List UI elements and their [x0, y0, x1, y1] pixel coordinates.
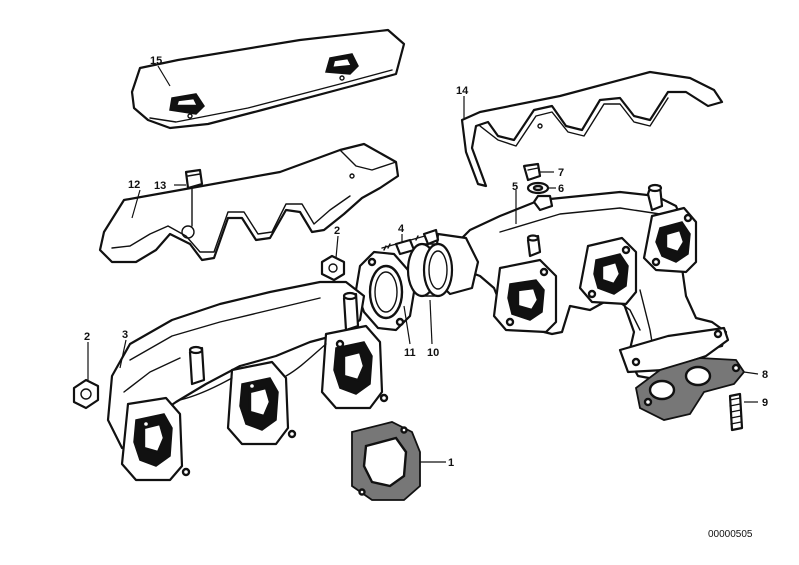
callout-4: 4 — [398, 223, 405, 235]
clamp-ring-11 — [354, 250, 416, 332]
callout-13: 13 — [154, 180, 166, 192]
heat-shield-14 — [460, 70, 724, 188]
callout-labels: 15 14 12 13 7 6 5 4 2 11 10 3 2 1 8 9 — [84, 55, 768, 469]
gasket-1 — [351, 421, 421, 501]
heat-shield-12 — [98, 142, 400, 264]
stud-9 — [728, 392, 744, 432]
exhaust-manifold-3 — [106, 280, 389, 482]
washer-6 — [526, 181, 550, 195]
callout-9: 9 — [762, 397, 768, 409]
callout-15: 15 — [150, 55, 162, 67]
callout-12: 12 — [128, 179, 140, 191]
screw-13 — [184, 168, 204, 227]
heat-shield-15 — [130, 28, 406, 130]
callout-3: 3 — [122, 329, 128, 341]
nut-2-upper — [320, 254, 346, 282]
document-number: 00000505 — [708, 529, 753, 540]
exhaust-manifold-5 — [432, 183, 730, 382]
callout-6: 6 — [558, 183, 564, 195]
callout-2-upper: 2 — [334, 225, 340, 237]
gasket-8 — [635, 357, 746, 421]
bolt-7 — [522, 162, 542, 182]
callout-leaders — [87, 65, 759, 463]
callout-7: 7 — [558, 167, 564, 179]
bolt-4 — [381, 228, 440, 256]
callout-2-lower: 2 — [84, 331, 90, 343]
callout-14: 14 — [456, 85, 469, 97]
callout-11: 11 — [404, 347, 416, 359]
nut-2-lower — [72, 378, 100, 410]
callout-8: 8 — [762, 369, 768, 381]
callout-10: 10 — [427, 347, 439, 359]
callout-1: 1 — [448, 457, 454, 469]
sealing-ring-10 — [406, 242, 454, 298]
callout-5: 5 — [512, 181, 518, 193]
